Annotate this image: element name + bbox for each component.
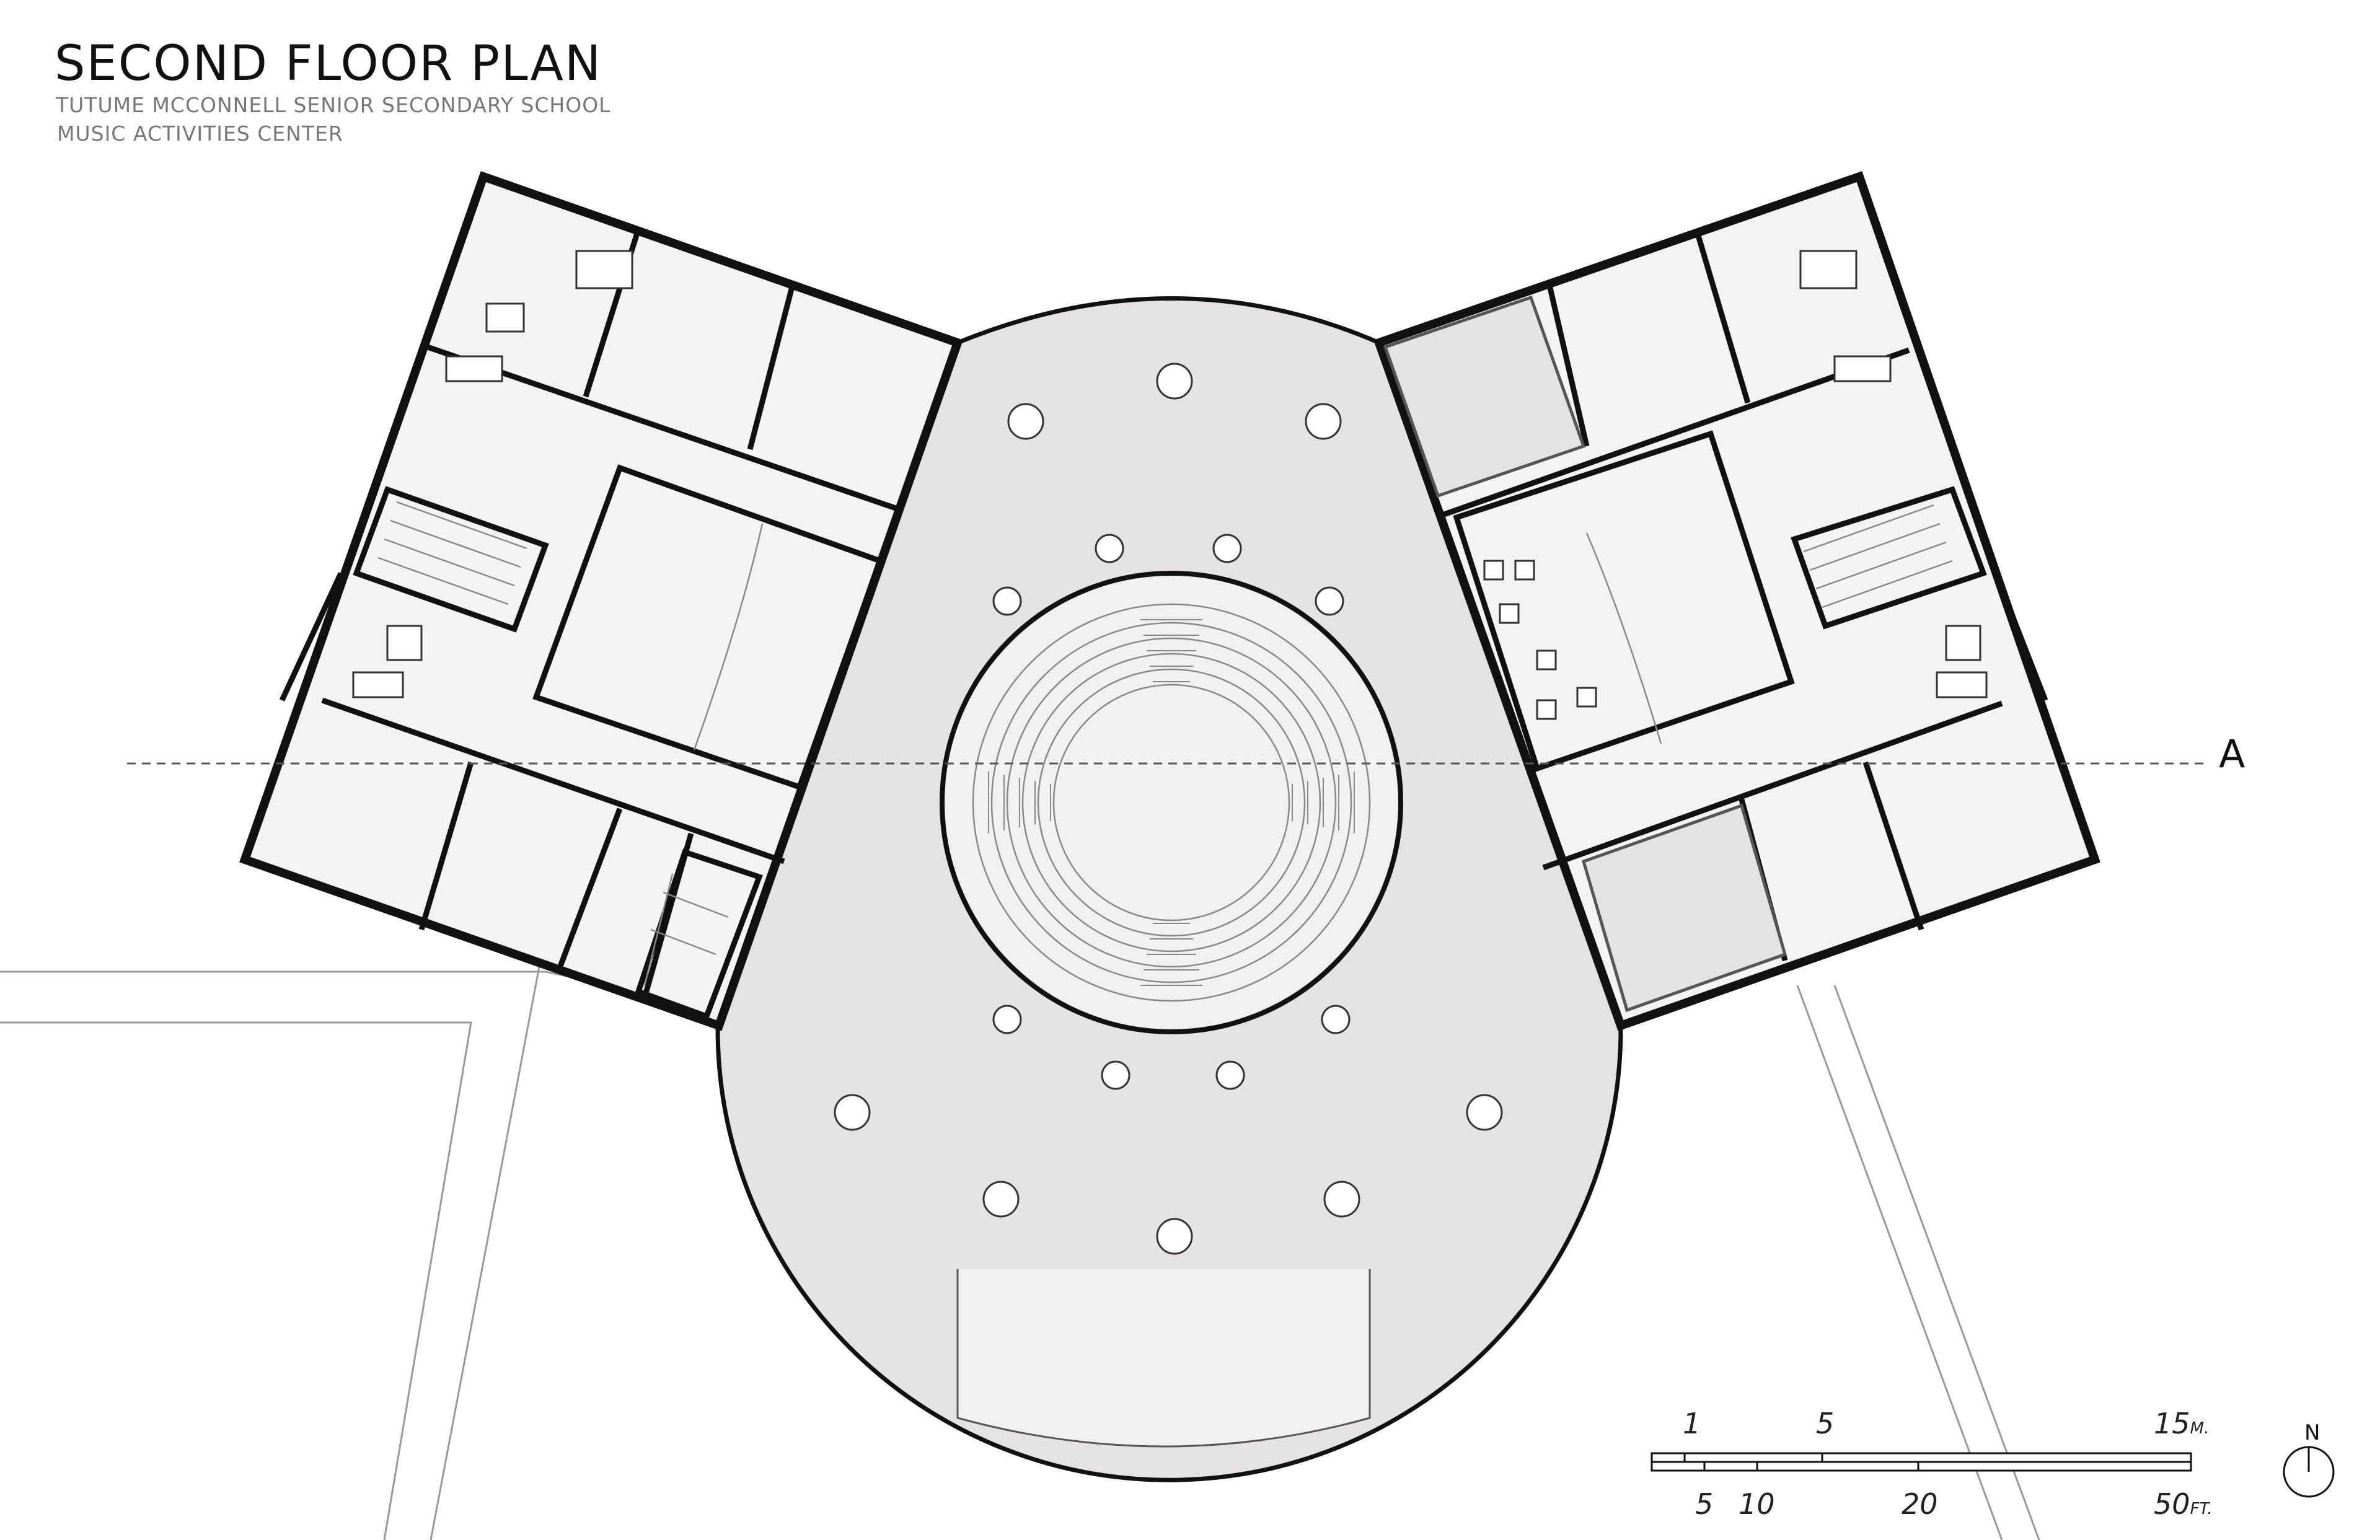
scale-label-metric-15: 15M. xyxy=(2154,1407,2210,1440)
atrium-tables xyxy=(834,363,1503,1255)
page-title: SECOND FLOOR PLAN xyxy=(55,36,602,92)
amphitheatre xyxy=(940,571,1403,1034)
north-label: N xyxy=(2304,1420,2320,1445)
scale-label-ft-50: 50FT. xyxy=(2154,1487,2213,1521)
scale-bar-graphic xyxy=(1651,1452,2192,1472)
right-wing xyxy=(1373,171,2100,1031)
scale-label-ft-10: 10 xyxy=(1739,1487,1775,1521)
scale-unit-metric: M. xyxy=(2190,1419,2210,1438)
scale-label-metric-1: 1 xyxy=(1683,1407,1701,1440)
section-marker: A xyxy=(2219,731,2246,777)
scale-label-ft-5: 5 xyxy=(1695,1487,1714,1521)
scale-unit-imperial: FT. xyxy=(2190,1500,2213,1518)
subtitle-school: TUTUME MCCONNELL SENIOR SECONDARY SCHOOL xyxy=(56,93,611,117)
left-wing xyxy=(239,171,963,1031)
scale-label-ft-20: 20 xyxy=(1902,1487,1938,1521)
subtitle-center: MUSIC ACTIVITIES CENTER xyxy=(57,121,343,146)
scale-label-metric-5: 5 xyxy=(1816,1407,1835,1440)
